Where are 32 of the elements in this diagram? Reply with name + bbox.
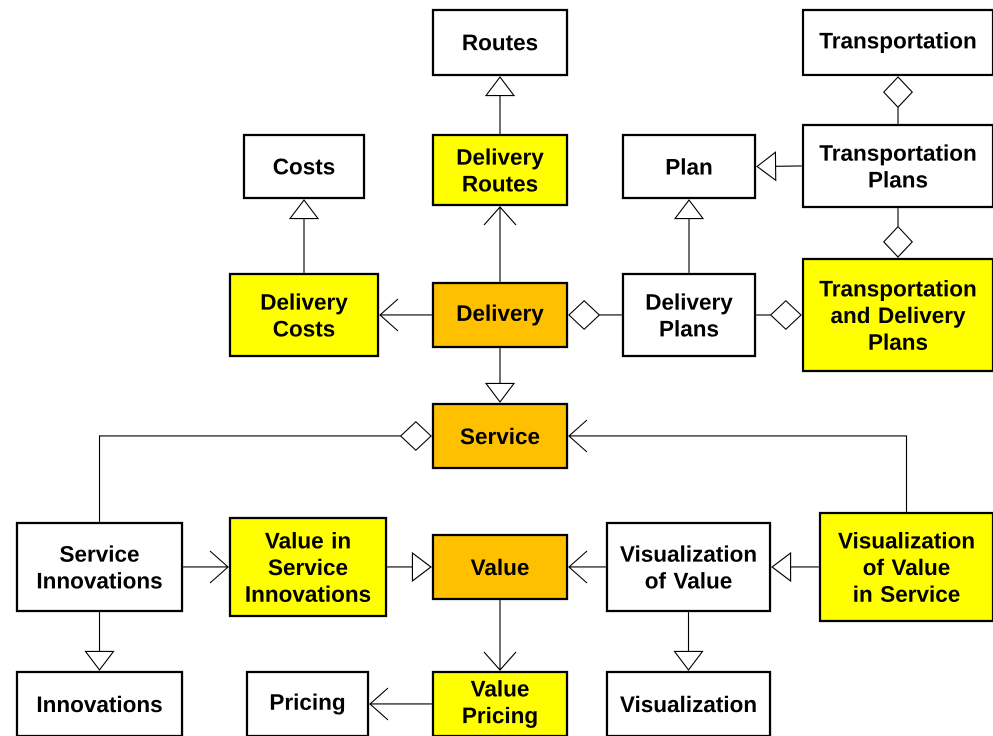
class-box: Visualization of Value in Service bbox=[818, 512, 993, 622]
class-box: Costs bbox=[242, 134, 366, 200]
class-box: Visualization bbox=[606, 670, 772, 736]
class-box: Delivery Costs bbox=[228, 272, 380, 358]
class-box: Transportation and Delivery Plans bbox=[802, 258, 993, 372]
connector bbox=[484, 600, 516, 671]
connector bbox=[98, 421, 432, 522]
class-box: Innovations bbox=[16, 670, 184, 736]
class-box: Value bbox=[432, 534, 568, 600]
class-box: Service Innovations bbox=[16, 522, 184, 612]
connector bbox=[568, 420, 908, 512]
class-box: Value Pricing bbox=[432, 670, 568, 736]
connector bbox=[183, 550, 229, 584]
connector bbox=[484, 206, 516, 282]
class-box: Transportation Plans bbox=[802, 124, 993, 208]
connector bbox=[379, 298, 432, 332]
connector bbox=[369, 688, 432, 720]
connector bbox=[756, 300, 802, 330]
connector bbox=[883, 208, 913, 258]
class-box: Pricing bbox=[246, 670, 370, 736]
connector bbox=[883, 76, 913, 124]
class-box: Routes bbox=[432, 8, 568, 76]
class-box: Visualization of Value bbox=[606, 522, 772, 612]
class-box: Delivery bbox=[432, 282, 568, 348]
class-box: Value in Service Innovations bbox=[228, 516, 388, 618]
class-box: Transportation bbox=[802, 8, 993, 76]
class-box: Delivery Plans bbox=[622, 272, 756, 358]
class-box: Plan bbox=[622, 134, 756, 200]
connector bbox=[568, 300, 622, 330]
class-box: Delivery Routes bbox=[432, 134, 568, 206]
class-box: Service bbox=[432, 402, 568, 470]
connector bbox=[568, 550, 606, 584]
